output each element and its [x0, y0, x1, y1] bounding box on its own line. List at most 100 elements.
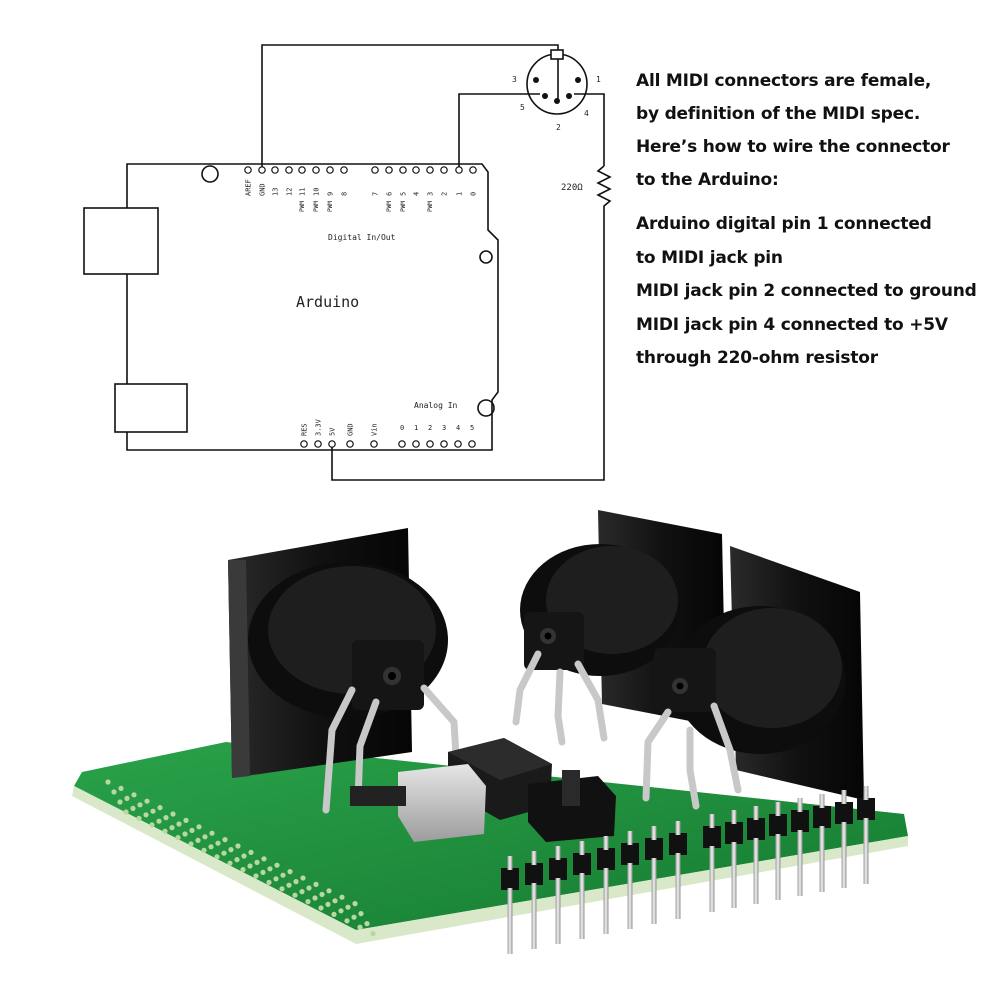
digital-pin-10 [312, 166, 320, 174]
pcb-hole [305, 899, 311, 905]
midi-pin-label: 2 [556, 123, 561, 132]
pcb-hole [150, 808, 156, 814]
header-pin [797, 830, 803, 896]
pcb-hole [163, 815, 169, 821]
digital-io-label: Digital In/Out [328, 233, 396, 242]
pcb-hole [202, 834, 208, 840]
header-pin-top [753, 806, 759, 820]
pcb-hole [144, 798, 150, 804]
midi-jack-notch [550, 49, 564, 60]
pcb-hole [228, 847, 234, 853]
midi-pin-dot [554, 98, 560, 104]
header-pin-base [645, 838, 663, 860]
pcb-hole [227, 860, 233, 866]
pcb-hole [240, 867, 246, 873]
pcb-hole [143, 812, 149, 818]
digital-pin-label: 10 [313, 188, 321, 196]
note-line: through 220-ohm resistor [636, 348, 878, 368]
pcb-hole [293, 879, 299, 885]
digital-pin-11 [298, 166, 306, 174]
header-pin-base [573, 853, 591, 875]
power-pin [328, 440, 336, 448]
pcb-hole [222, 837, 228, 843]
header-pin [731, 842, 737, 908]
header-pin [531, 883, 537, 949]
pcb-hole [183, 817, 189, 824]
pcb-hole [261, 856, 267, 862]
digital-pin-AREF [244, 166, 252, 174]
pcb-hole [241, 853, 247, 859]
pcb-hole [208, 844, 214, 850]
power-jack [114, 383, 188, 433]
header-pin-top [531, 851, 537, 865]
analog-pin-label: 3 [442, 424, 446, 432]
header-pin-top [819, 794, 825, 808]
header-pin-base [835, 802, 853, 824]
pcb-hole [280, 872, 286, 878]
analog-pin [398, 440, 406, 448]
wire-resistor-to-midi-pin4 [574, 93, 605, 166]
header-pin [709, 846, 715, 912]
digital-pin-6 [385, 166, 393, 174]
pcb-hole [188, 841, 194, 847]
mounting-hole [477, 399, 495, 417]
pcb-hole [274, 862, 280, 868]
header-pins [501, 786, 875, 954]
pcb-hole [136, 815, 142, 822]
header-pin-top [579, 841, 585, 855]
midi-pin-label: 5 [520, 103, 525, 112]
note-line: by definition of the MIDI spec. [636, 104, 921, 124]
pcb-hole [124, 795, 130, 802]
note-line: MIDI jack pin 2 connected to ground [636, 281, 977, 301]
header-pin-base [813, 806, 831, 828]
wire-gnd-to-midi-pin2 [261, 44, 559, 168]
pcb-hole [253, 873, 259, 879]
header-pin-base [769, 814, 787, 836]
pcb-hole [214, 854, 220, 860]
pcb-hole [357, 924, 363, 930]
black-component-top [448, 738, 552, 780]
pcb-hole [351, 914, 357, 920]
header-pin [555, 878, 561, 944]
pcb-hole [162, 828, 168, 834]
digital-pin-8 [340, 166, 348, 174]
power-pin [314, 440, 322, 448]
header-pin-base [669, 833, 687, 855]
pcb-hole [170, 811, 176, 817]
digital-pin-7 [371, 166, 379, 174]
header-pin [753, 838, 759, 904]
pwm-label: PWM [299, 201, 306, 212]
usb-connector [83, 207, 159, 275]
pcb-hole [312, 895, 318, 901]
pcb-hole [338, 908, 344, 914]
digital-pin-1 [455, 166, 463, 174]
digital-pin-label: 11 [299, 188, 307, 196]
pcb-hole [157, 805, 163, 811]
midi-pin-dot [575, 77, 581, 83]
header-pin-base [501, 868, 519, 890]
pcb-hole [169, 825, 175, 831]
power-pin [346, 440, 354, 448]
pcb-hole [300, 875, 306, 881]
header-pin [841, 822, 847, 888]
pcb-hole [234, 857, 240, 863]
header-pin-top [841, 790, 847, 804]
pcb-hole [326, 888, 332, 894]
midi-pin-dot [566, 93, 572, 99]
pcb-hole [137, 802, 143, 808]
resistor-label: 220Ω [561, 183, 583, 193]
header-pin [863, 818, 869, 884]
digital-pin-label: 12 [286, 188, 294, 196]
header-pin-top [675, 821, 681, 835]
digital-pin-label: 6 [386, 192, 394, 196]
pcb-hole [287, 869, 293, 875]
midi-pin-label: 1 [596, 75, 601, 84]
pcb-hole [215, 840, 221, 846]
midi-connector-left [228, 528, 448, 778]
pcb-hole [267, 866, 273, 872]
pwm-label: PWM [327, 201, 334, 212]
header-pin-base [703, 826, 721, 848]
note-line: MIDI jack pin 4 connected to +5V [636, 315, 948, 335]
